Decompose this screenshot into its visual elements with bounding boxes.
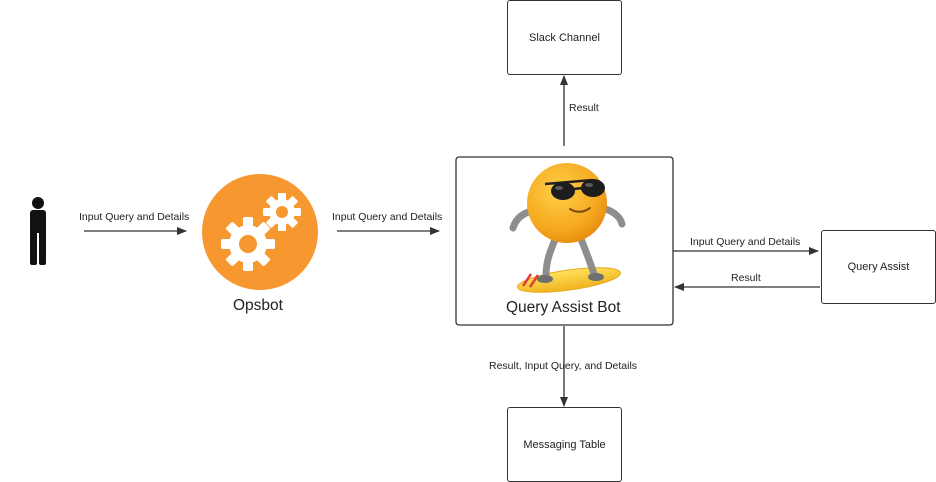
query-assist-node: Query Assist [821,230,936,304]
edge-label-query-assist-to-bot: Result [731,272,761,284]
query-assist-label: Query Assist [847,261,910,273]
opsbot-label: Opsbot [233,297,283,314]
edge-label-bot-to-messaging: Result, Input Query, and Details [489,360,638,372]
person-icon [30,197,46,265]
gears-icon [202,174,318,290]
emoji-surfer-icon [509,163,626,293]
edge-label-bot-to-slack: Result [569,102,599,114]
edge-label-opsbot-to-bot: Input Query and Details [332,211,443,223]
messaging-table-node: Messaging Table [507,407,622,482]
query-assist-bot-label: Query Assist Bot [506,299,621,316]
slack-channel-label: Slack Channel [529,31,600,44]
edge-label-bot-to-query-assist: Input Query and Details [690,236,801,248]
messaging-table-label: Messaging Table [523,438,606,451]
edge-label-user-to-opsbot: Input Query and Details [79,211,190,223]
slack-channel-node: Slack Channel [507,0,622,75]
